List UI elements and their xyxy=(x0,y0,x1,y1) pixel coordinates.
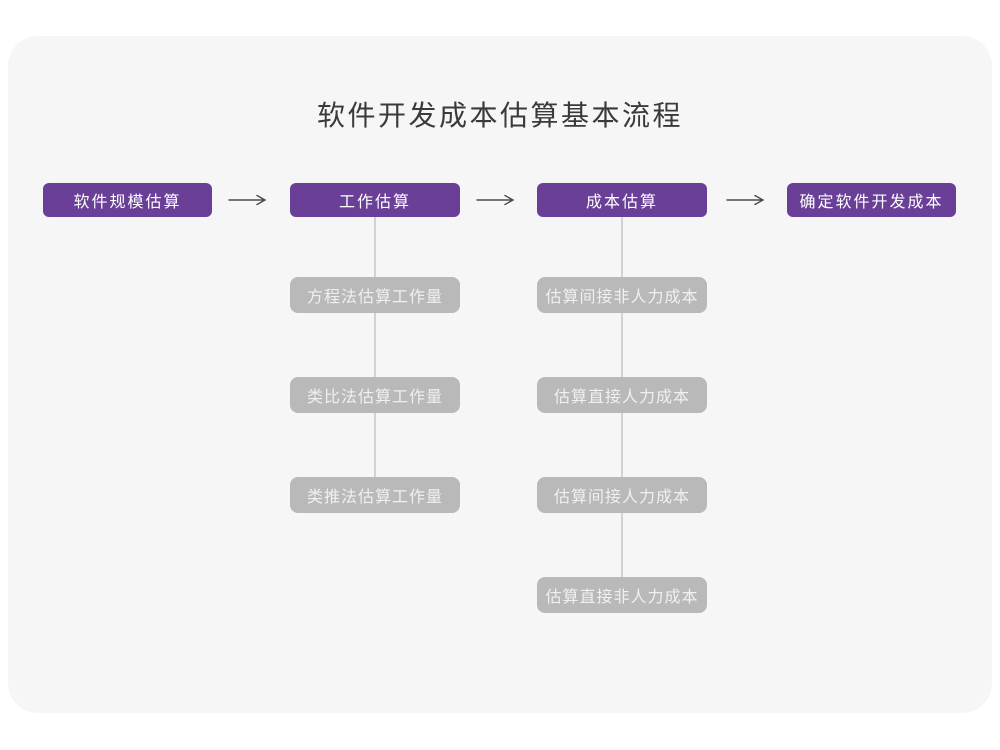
arrow-right-icon xyxy=(726,194,765,206)
connector-line-work xyxy=(374,217,376,497)
sub-step-node-indirect-labor-cost: 估算间接人力成本 xyxy=(537,477,707,513)
sub-step-node-analogy-method: 类比法估算工作量 xyxy=(290,377,460,413)
stage-node-cost-estimation: 成本估算 xyxy=(537,183,707,217)
arrow-right-icon xyxy=(228,194,267,206)
sub-step-node-direct-labor-cost: 估算直接人力成本 xyxy=(537,377,707,413)
stage-node-determine-dev-cost: 确定软件开发成本 xyxy=(787,183,956,217)
sub-step-node-extrapolation-method: 类推法估算工作量 xyxy=(290,477,460,513)
sub-step-node-equation-method: 方程法估算工作量 xyxy=(290,277,460,313)
arrow-right-icon xyxy=(476,194,515,206)
diagram-card xyxy=(8,36,992,713)
stage-node-work-estimation: 工作估算 xyxy=(290,183,460,217)
sub-step-node-indirect-nonlabor-cost: 估算间接非人力成本 xyxy=(537,277,707,313)
diagram-title: 软件开发成本估算基本流程 xyxy=(316,100,683,131)
stage-node-software-size-estimation: 软件规模估算 xyxy=(43,183,212,217)
sub-step-node-direct-nonlabor-cost: 估算直接非人力成本 xyxy=(537,577,707,613)
